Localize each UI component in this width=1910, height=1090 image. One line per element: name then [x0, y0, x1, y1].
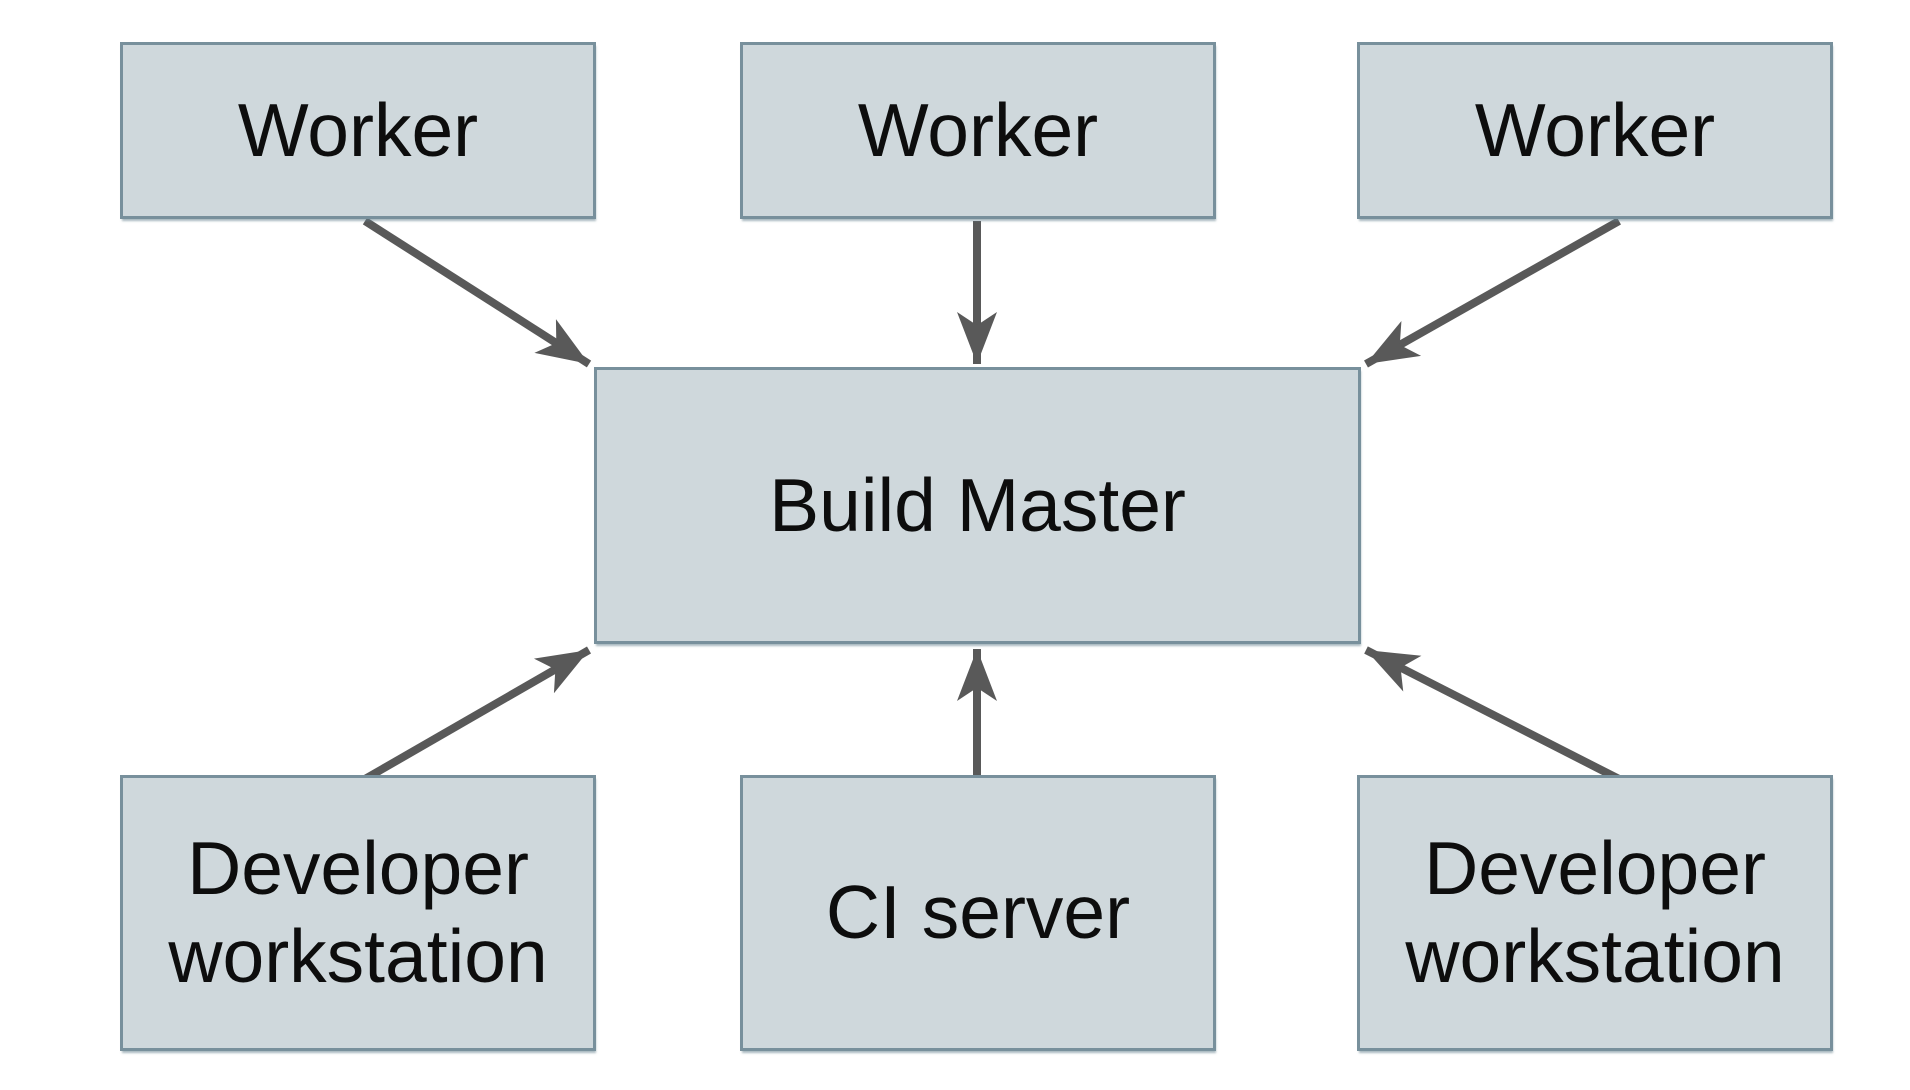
arrow-worker-3-to-build-master: [1364, 217, 1621, 368]
node-ci-server: CI server: [740, 775, 1216, 1051]
node-developer-workstation-right: Developer workstation: [1357, 775, 1833, 1051]
node-worker-1: Worker: [120, 42, 596, 219]
arrow-worker-1-to-build-master: [362, 217, 592, 368]
arrow-developer-workstation-right-to-build-master: [1364, 646, 1621, 783]
node-ci-server-label: CI server: [825, 870, 1131, 955]
node-developer-workstation-right-label: Developer workstation: [1405, 826, 1785, 998]
node-developer-workstation-left-label: Developer workstation: [168, 826, 548, 998]
node-build-master-label: Build Master: [769, 462, 1186, 547]
node-build-master: Build Master: [594, 367, 1361, 644]
node-worker-3-label: Worker: [1474, 87, 1716, 172]
node-worker-2-label: Worker: [857, 87, 1099, 172]
node-worker-2: Worker: [740, 42, 1216, 219]
node-worker-1-label: Worker: [237, 87, 479, 172]
arrow-developer-workstation-left-to-build-master: [363, 646, 591, 783]
node-developer-workstation-left: Developer workstation: [120, 775, 596, 1051]
node-worker-3: Worker: [1357, 42, 1833, 219]
